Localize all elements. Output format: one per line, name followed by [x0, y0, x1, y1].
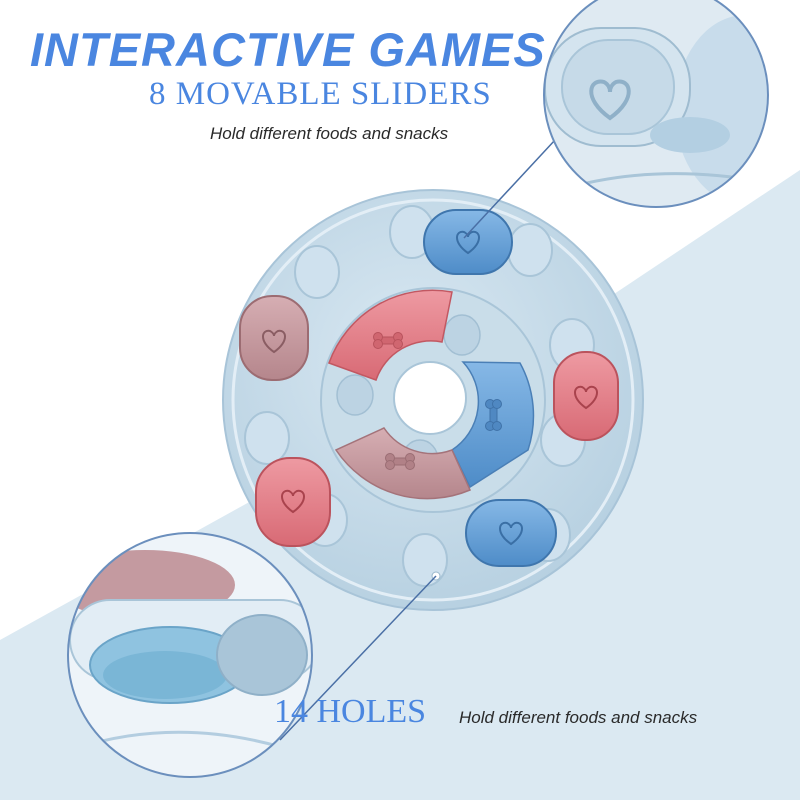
holes-caption: Hold different foods and snacks [459, 708, 698, 727]
puzzle-toy [222, 189, 644, 611]
center-hole [393, 361, 467, 435]
bone-icon [485, 399, 502, 431]
holes-title: 14 HOLES [274, 693, 427, 730]
heart-icon [281, 489, 305, 514]
callout-line-top [463, 139, 556, 239]
heart-icon [262, 329, 286, 354]
heart-icon [499, 521, 523, 546]
zoom-detail-bottom [67, 532, 313, 778]
outer-slider-pink-right [553, 351, 619, 441]
bone-icon [373, 332, 403, 349]
outer-slider-mauve-left [239, 295, 309, 381]
heart-icon [589, 79, 631, 121]
heart-icon [574, 385, 598, 410]
outer-slider-blue-bottom [465, 499, 557, 567]
outer-slider-blue-top [423, 209, 513, 275]
sliders-caption: Hold different foods and snacks [210, 124, 449, 143]
bone-icon [385, 453, 415, 470]
heart-icon [456, 230, 480, 255]
outer-slider-pink-left [255, 457, 331, 547]
headline: INTERACTIVE GAMES [30, 23, 546, 76]
callout-line-bottom [279, 575, 437, 741]
inner-slider-pink [328, 289, 453, 381]
sliders-title: 8 MOVABLE SLIDERS [149, 76, 492, 112]
zoom-detail-top [543, 0, 769, 208]
